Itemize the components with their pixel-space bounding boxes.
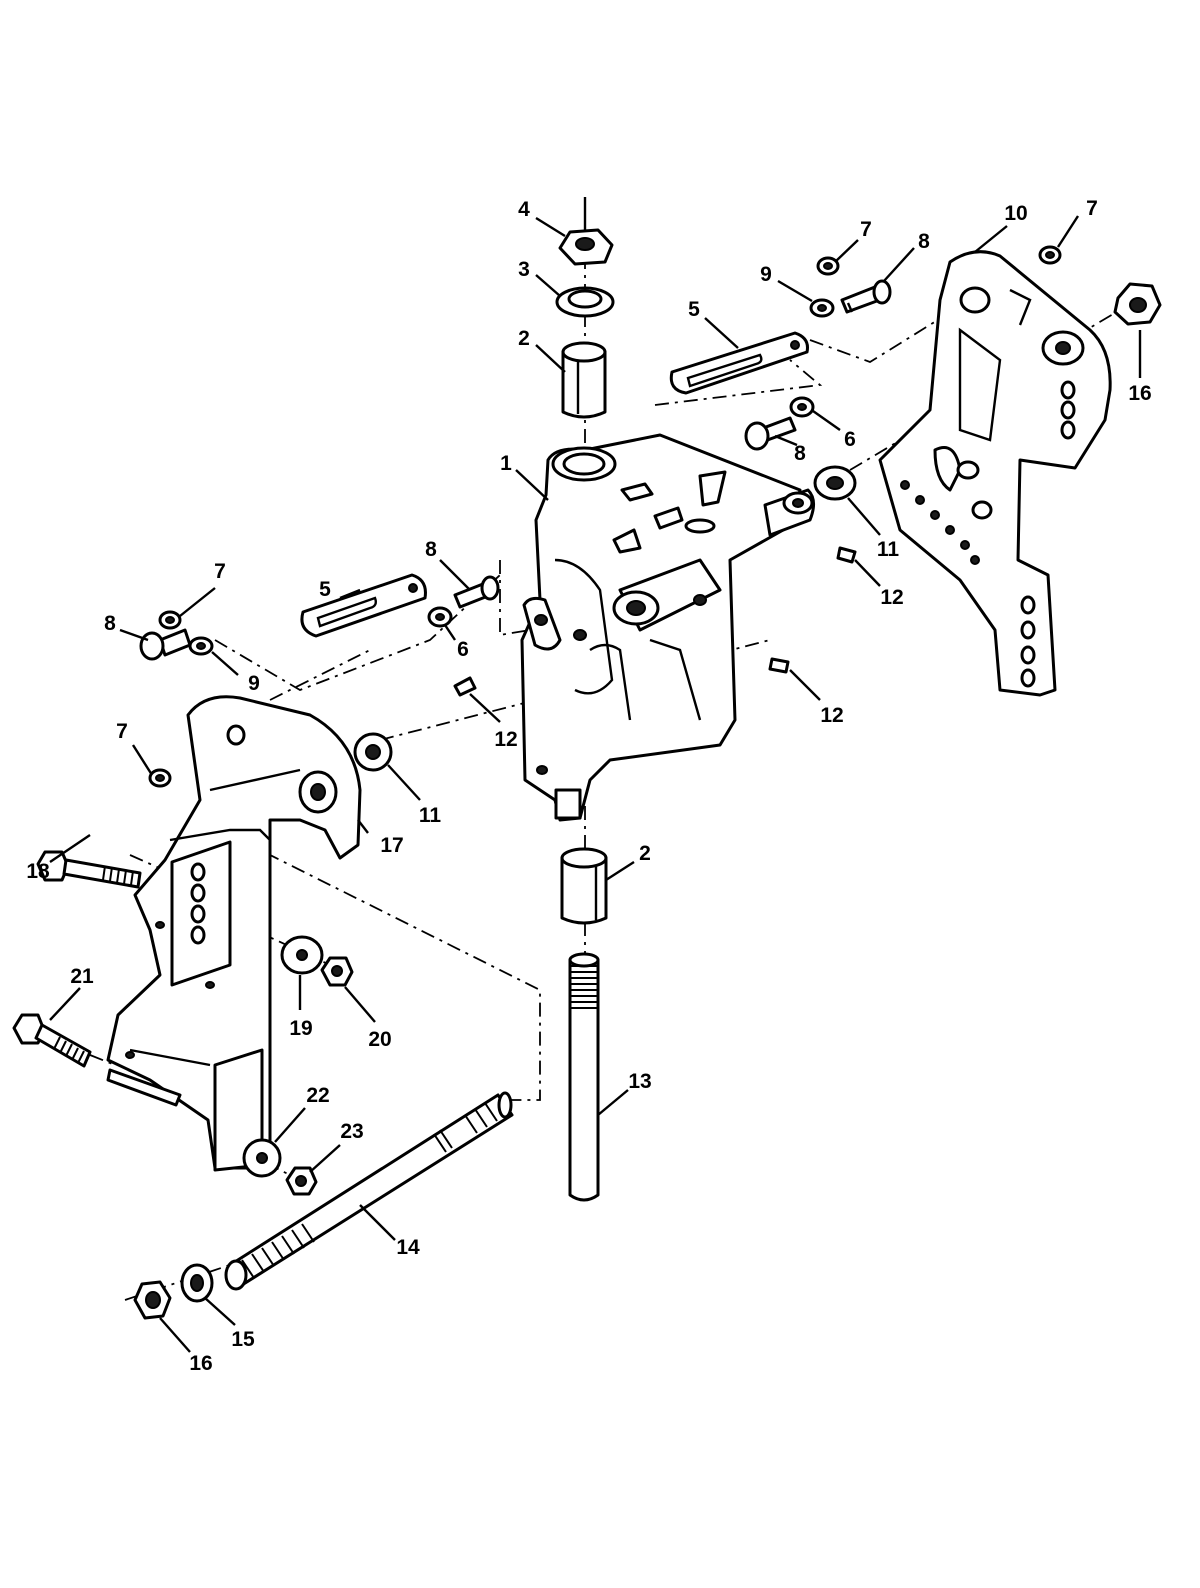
callout-7-lower-left: 7: [116, 720, 128, 743]
nut-part-7-lower-upper: [158, 610, 182, 630]
callout-22: 22: [306, 1084, 329, 1107]
callout-2-bottom: 2: [639, 842, 651, 865]
callout-15: 15: [231, 1328, 255, 1351]
clamp-bracket-part-10: [878, 250, 1112, 697]
callout-12-right-lower: 12: [820, 704, 843, 727]
callout-8-lower: 8: [425, 538, 437, 561]
washer-part-9-upper: [809, 298, 835, 318]
nut-part-16-right: [1113, 282, 1162, 326]
nut-part-23: [285, 1166, 318, 1196]
grease-fitting-part-12-right-lower: [768, 657, 790, 674]
callout-8-upper: 8: [918, 230, 930, 253]
callout-23: 23: [340, 1120, 363, 1143]
callout-7-upper: 7: [860, 218, 872, 241]
bracket-10-adjustment-holes: [900, 380, 1076, 688]
washer-part-11-right: [813, 465, 857, 501]
washer-part-19: [280, 935, 324, 975]
nut-part-7-right: [1038, 245, 1062, 265]
bolt-part-21: [12, 1013, 92, 1068]
tilt-lever-part-5-lower: [300, 573, 427, 638]
callout-16-right: 16: [1128, 382, 1151, 405]
nut-part-7-upper: [816, 256, 840, 276]
callout-7-right: 7: [1086, 197, 1098, 220]
grease-fitting-part-12-left: [453, 676, 477, 697]
washer-part-11-left: [353, 732, 393, 772]
rod-part-14: [224, 1091, 514, 1291]
callout-7-lower-upper: 7: [214, 560, 226, 583]
callout-14: 14: [396, 1236, 420, 1259]
callout-8-left: 8: [104, 612, 116, 635]
callout-4: 4: [518, 198, 530, 221]
callout-5-lower: 5: [319, 578, 331, 601]
callout-2-top: 2: [518, 327, 530, 350]
bushing-part-2-top: [561, 341, 607, 419]
callout-9-upper: 9: [760, 263, 772, 286]
callout-21: 21: [70, 965, 94, 988]
bushing-part-2-bottom: [560, 847, 608, 925]
pin-part-8-left: [139, 628, 192, 661]
callout-10: 10: [1004, 202, 1027, 225]
nut-part-16-lower: [133, 1280, 172, 1320]
callout-19: 19: [289, 1017, 312, 1040]
callout-16-lower: 16: [189, 1352, 212, 1375]
grease-fitting-part-12-right-upper: [836, 546, 857, 564]
shaft-part-13: [568, 952, 600, 1202]
callout-11-left: 11: [419, 804, 442, 827]
leader-lines: [49, 197, 1142, 1353]
callout-5-upper: 5: [688, 298, 700, 321]
callout-labels: 4 3 2 1 5 9 7 8 10 7 16 6 8 11 12 12 7 8…: [26, 197, 1151, 1375]
pin-part-8-upper: [840, 279, 892, 314]
clamp-bracket-part-17: [106, 695, 362, 1172]
callout-9-lower: 9: [248, 672, 260, 695]
callout-3: 3: [518, 258, 530, 281]
callout-18: 18: [26, 860, 50, 883]
washer-part-9-lower: [188, 636, 214, 656]
pin-part-8-mid: [744, 416, 797, 451]
callout-11-right: 11: [877, 538, 900, 561]
callout-6-lower: 6: [457, 638, 469, 661]
washer-part-3: [555, 286, 615, 318]
swivel-bracket-part-1: [520, 433, 815, 822]
callout-1: 1: [500, 452, 512, 475]
nut-part-4: [558, 228, 614, 266]
callout-20: 20: [368, 1028, 391, 1051]
tilt-lever-part-5-upper: [669, 331, 809, 395]
callout-12-right-upper: 12: [880, 586, 903, 609]
callout-8-mid: 8: [794, 442, 806, 465]
pin-part-8-lower: [453, 575, 500, 609]
washer-part-6-lower: [427, 606, 453, 628]
washer-part-6-upper: [789, 396, 815, 418]
nut-part-20: [320, 956, 354, 987]
callout-12-left: 12: [494, 728, 517, 751]
washer-part-22: [242, 1138, 282, 1178]
nut-part-7-lower-left: [148, 768, 172, 788]
bolt-part-18: [36, 850, 142, 889]
callout-17: 17: [380, 834, 403, 857]
callout-6-upper: 6: [844, 428, 856, 451]
washer-part-15: [180, 1263, 214, 1303]
callout-13: 13: [628, 1070, 651, 1093]
